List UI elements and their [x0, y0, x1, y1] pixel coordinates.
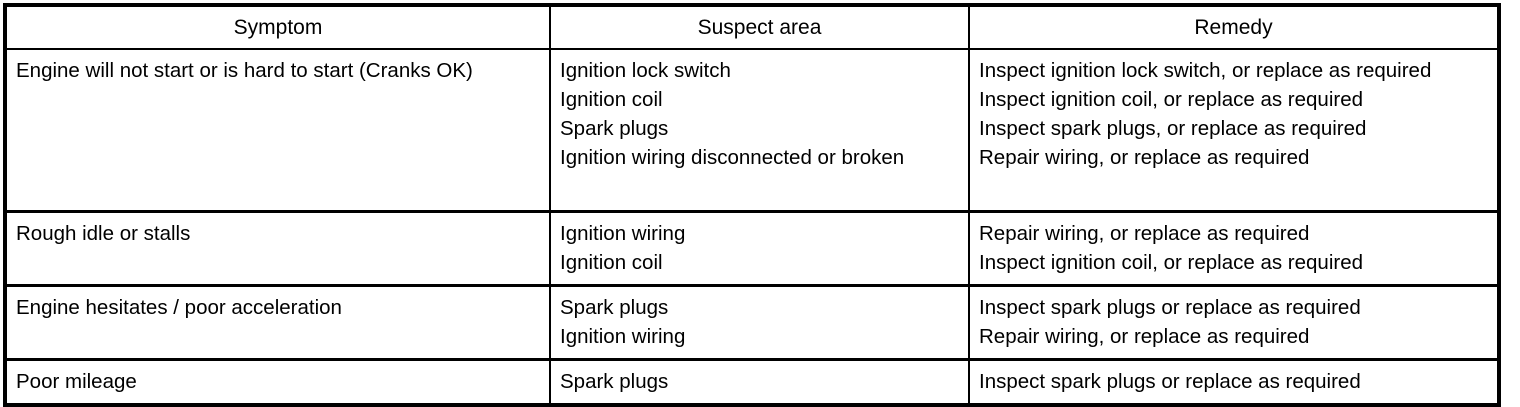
cell-remedy: Repair wiring, or replace as required In… — [969, 209, 1499, 285]
cell-line: Inspect spark plugs, or replace as requi… — [979, 117, 1367, 140]
cell-line: Ignition coil — [560, 250, 663, 274]
column-header-remedy: Remedy — [969, 5, 1499, 50]
table-body: Engine will not start or is hard to star… — [5, 49, 1499, 405]
cell-line: Poor mileage — [16, 369, 137, 393]
table-row: Rough idle or stalls Ignition wiring Ign… — [5, 209, 1499, 285]
cell-symptom: Rough idle or stalls — [5, 209, 551, 285]
cell-symptom: Poor mileage — [5, 357, 551, 405]
cell-line: Spark plugs — [560, 117, 669, 140]
cell-line: Ignition lock switch — [560, 59, 731, 82]
cell-line: Repair wiring, or replace as required — [979, 146, 1310, 169]
cell-line: Repair wiring, or replace as required — [979, 221, 1310, 245]
cell-line: Ignition wiring — [560, 221, 686, 245]
cell-suspect-area: Spark plugs — [550, 357, 970, 405]
cell-line: Inspect spark plugs or replace as requir… — [979, 295, 1361, 319]
table-row: Poor mileage Spark plugs Inspect spark p… — [5, 357, 1499, 405]
cell-line: Inspect ignition lock switch, or replace… — [979, 59, 1432, 82]
cell-symptom: Engine hesitates / poor acceleration — [5, 283, 551, 359]
cell-remedy: Inspect spark plugs or replace as requir… — [969, 357, 1499, 405]
table-header: Symptom Suspect area Remedy — [5, 5, 1499, 50]
column-header-suspect-area: Suspect area — [550, 5, 970, 50]
cell-remedy: Inspect spark plugs or replace as requir… — [969, 283, 1499, 359]
table-row: Engine hesitates / poor acceleration Spa… — [5, 283, 1499, 359]
cell-suspect-area: Ignition wiring Ignition coil — [550, 209, 970, 285]
cell-line: Spark plugs — [560, 369, 669, 393]
cell-line: Ignition wiring — [560, 324, 686, 348]
cell-symptom: Engine will not start or is hard to star… — [5, 49, 551, 211]
cell-line: Engine hesitates / poor acceleration — [16, 295, 342, 319]
column-header-symptom: Symptom — [5, 5, 551, 50]
table-row: Engine will not start or is hard to star… — [5, 49, 1499, 211]
cell-suspect-area: Ignition lock switch Ignition coil Spark… — [550, 49, 970, 211]
cell-remedy: Inspect ignition lock switch, or replace… — [969, 49, 1499, 211]
cell-line: Ignition coil — [560, 88, 663, 111]
cell-line: Spark plugs — [560, 295, 669, 319]
header-row: Symptom Suspect area Remedy — [5, 5, 1499, 50]
cell-line: Repair wiring, or replace as required — [979, 324, 1310, 348]
cell-line: Inspect ignition coil, or replace as req… — [979, 88, 1364, 111]
cell-line: Ignition wiring disconnected or broken — [560, 146, 905, 169]
cell-suspect-area: Spark plugs Ignition wiring — [550, 283, 970, 359]
troubleshooting-table: Symptom Suspect area Remedy Engine will … — [3, 3, 1501, 407]
cell-line: Inspect ignition coil, or replace as req… — [979, 250, 1364, 274]
cell-line: Inspect spark plugs or replace as requir… — [979, 369, 1361, 393]
cell-line: Engine will not start or is hard to star… — [16, 59, 473, 82]
cell-line: Rough idle or stalls — [16, 221, 191, 245]
